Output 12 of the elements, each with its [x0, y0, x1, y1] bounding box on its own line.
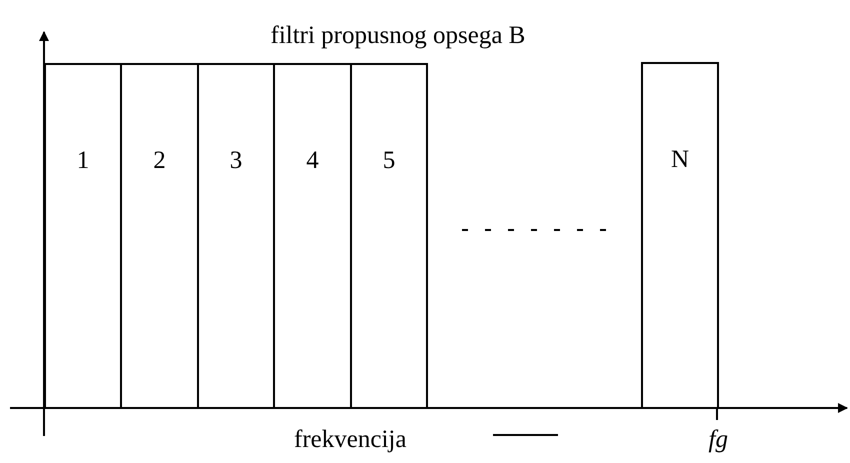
axis-label: frekvencija [294, 426, 406, 454]
axis-tick-label: fg [708, 426, 728, 454]
chart-title: filtri propusnog opsega B [270, 22, 526, 50]
filter-band-bar [44, 63, 122, 409]
band-number: 5 [382, 147, 396, 175]
band-number: 1 [76, 147, 90, 175]
band-number: 3 [228, 147, 244, 175]
band-number: 4 [305, 147, 320, 175]
band-number: N [670, 146, 690, 174]
filter-band-bar [641, 62, 719, 409]
filter-band-bar [350, 63, 428, 409]
band-number: 2 [152, 147, 167, 175]
